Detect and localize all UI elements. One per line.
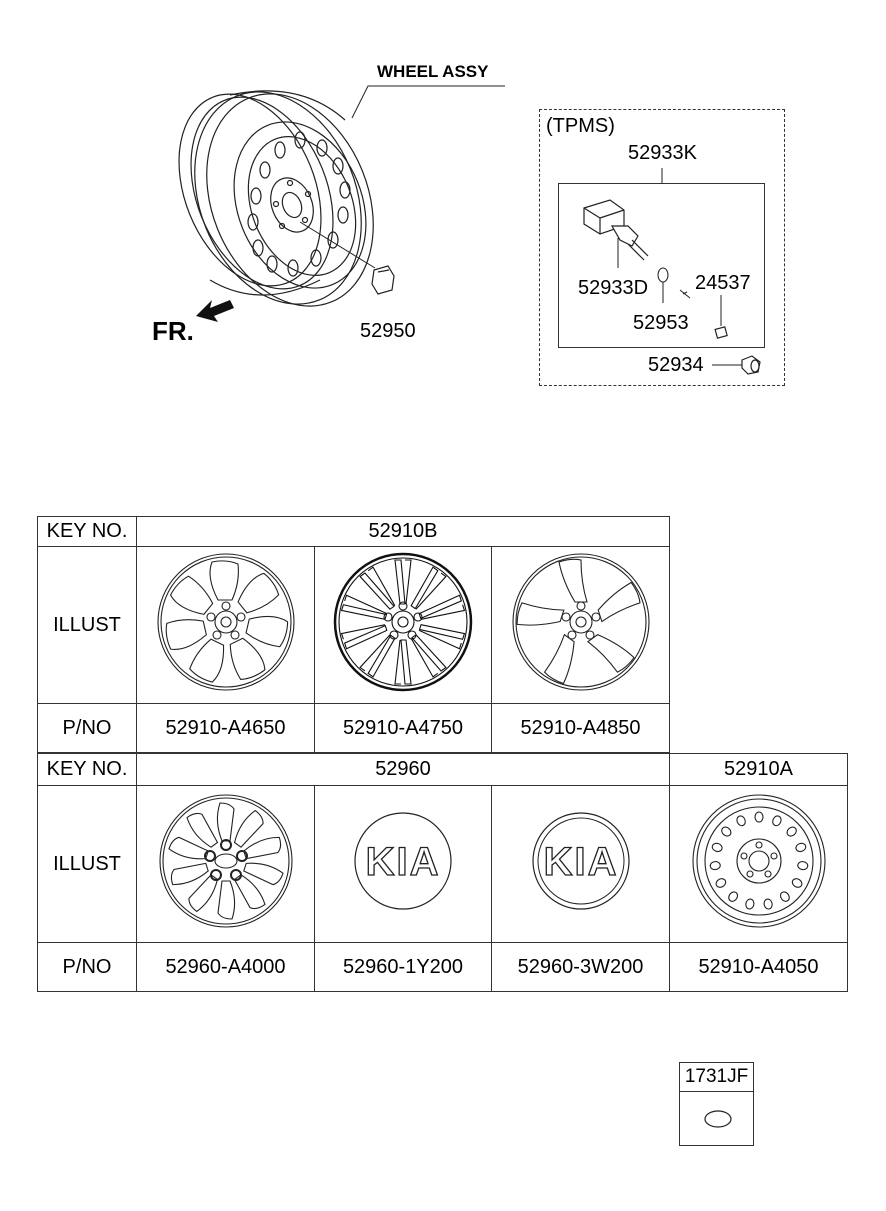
- part-number-cell[interactable]: 52910-A4750: [314, 703, 492, 753]
- kia-logo-text: KIA: [543, 840, 618, 884]
- key-no-value: 52960: [136, 753, 670, 786]
- valve-washer-illustration: [679, 289, 691, 299]
- part-number-cell[interactable]: 52910-A4050: [669, 942, 848, 992]
- tpms-sensor-illustration: [583, 199, 649, 261]
- wheel-illust-cell[interactable]: [136, 546, 315, 704]
- part-number-cell[interactable]: 52910-A4650: [136, 703, 315, 753]
- wheel-assy-label: WHEEL ASSY: [377, 62, 489, 81]
- steel-wheel-illust-cell[interactable]: [669, 785, 848, 943]
- alloy-wheel-a4750-illustration: [333, 552, 473, 692]
- wheel-cover-illust-cell[interactable]: [136, 785, 315, 943]
- plug-part-box[interactable]: 1731JF: [679, 1062, 754, 1146]
- wheel-table-52910b: KEY NO. 52910B ILLUST: [37, 516, 670, 753]
- pno-label: P/NO: [37, 703, 137, 753]
- tpms-nut-illustration: [714, 326, 728, 339]
- key-no-label: KEY NO.: [37, 753, 137, 786]
- illust-label: ILLUST: [37, 546, 137, 704]
- part-number-cell[interactable]: 52960-3W200: [491, 942, 670, 992]
- wheel-table-52960-52910a: KEY NO. 52960 52910A ILLUST: [37, 753, 848, 992]
- part-number-cell[interactable]: 52960-A4000: [136, 942, 315, 992]
- tpms-kit-part-number[interactable]: 52933K: [628, 142, 697, 164]
- key-no-value: 52910B: [136, 516, 670, 547]
- tpms-cap-illustration: [741, 355, 761, 375]
- center-cap-3w200-illustration: KIA: [531, 812, 630, 910]
- tpms-sensor-part-number[interactable]: 52933D: [578, 277, 649, 299]
- wheel-assy-illustration: [178, 90, 374, 307]
- alloy-wheel-a4650-illustration: [156, 553, 295, 691]
- wheel-assembly-diagram: [178, 85, 761, 375]
- part-number-cell[interactable]: 52960-1Y200: [314, 942, 492, 992]
- kia-logo-text: KIA: [366, 840, 441, 884]
- tpms-kit-box: [558, 183, 765, 348]
- key-no-label: KEY NO.: [37, 516, 137, 547]
- plug-illustration: [704, 1110, 732, 1128]
- pno-label: P/NO: [37, 942, 137, 992]
- key-no-value: 52910A: [669, 753, 848, 786]
- valve-core-part-number[interactable]: 52953: [633, 312, 689, 334]
- wheel-illust-cell[interactable]: [491, 546, 670, 704]
- part-number-cell[interactable]: 52910-A4850: [491, 703, 670, 753]
- wheel-illust-cell[interactable]: [314, 546, 492, 704]
- front-arrow-icon: [196, 300, 234, 322]
- tpms-cap-part-number[interactable]: 52934: [648, 354, 704, 376]
- wheel-cover-a4000-illustration: [158, 794, 293, 928]
- plug-part-number[interactable]: 1731JF: [680, 1063, 753, 1092]
- tpms-group-box: [539, 109, 785, 386]
- tpms-title: (TPMS): [546, 115, 615, 137]
- lug-nut-part-number[interactable]: 52950: [360, 320, 416, 342]
- tpms-nut-part-number[interactable]: 24537: [695, 272, 751, 294]
- alloy-wheel-a4850-illustration: [511, 553, 650, 691]
- center-cap-1y200-illustration: KIA: [354, 812, 452, 910]
- steel-wheel-a4050-illustration: [691, 794, 826, 928]
- lug-nut-illustration: [371, 265, 395, 295]
- front-direction-label: FR.: [152, 316, 194, 346]
- illust-label: ILLUST: [37, 785, 137, 943]
- center-cap-illust-cell[interactable]: KIA: [491, 785, 670, 943]
- center-cap-illust-cell[interactable]: KIA: [314, 785, 492, 943]
